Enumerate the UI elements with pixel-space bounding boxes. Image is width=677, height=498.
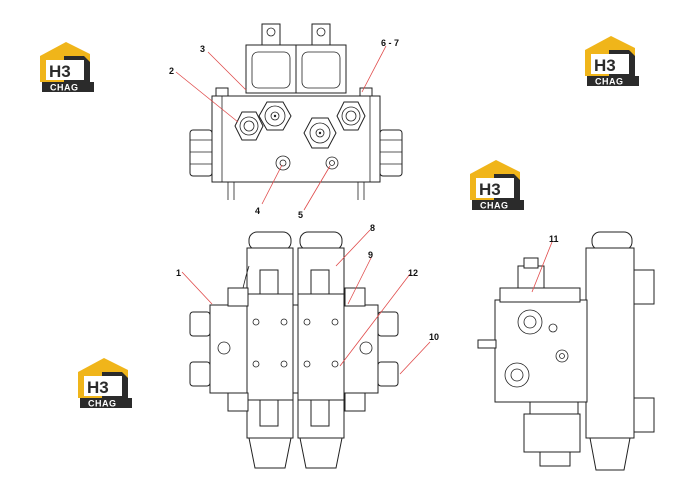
valve-block-side-view xyxy=(477,231,655,471)
callout-9: 9 xyxy=(368,250,373,260)
callout-8: 8 xyxy=(370,223,375,233)
logo-bottom-left: H3 CHAG xyxy=(78,358,132,409)
callout-2: 2 xyxy=(169,66,174,76)
callout-11: 11 xyxy=(549,234,559,244)
leader-lines xyxy=(175,45,553,375)
callout-labels: 3 2 6 - 7 4 5 1 8 9 12 10 11 xyxy=(169,38,559,342)
logo-mark: H3 xyxy=(479,180,501,199)
logo-top-right: H3 CHAG xyxy=(585,36,639,87)
logo-mark: H3 xyxy=(594,56,616,75)
valve-block-top-view xyxy=(189,23,403,200)
callout-12: 12 xyxy=(408,268,418,278)
logo-word: CHAG xyxy=(480,201,509,211)
callout-1: 1 xyxy=(176,268,181,278)
logo-middle-right: H3 CHAG xyxy=(470,160,524,211)
callout-4: 4 xyxy=(255,206,260,216)
logo-mark: H3 xyxy=(49,62,71,81)
logo-word: CHAG xyxy=(50,83,79,93)
valve-block-front-view xyxy=(189,231,399,469)
logo-word: CHAG xyxy=(88,399,117,409)
logo-mark: H3 xyxy=(87,378,109,397)
callout-5: 5 xyxy=(298,210,303,220)
callout-10: 10 xyxy=(429,332,439,342)
logo-word: CHAG xyxy=(595,77,624,87)
logo-top-left: H3 CHAG xyxy=(40,42,94,93)
callout-3: 3 xyxy=(200,44,205,54)
callout-6-7: 6 - 7 xyxy=(381,38,399,48)
